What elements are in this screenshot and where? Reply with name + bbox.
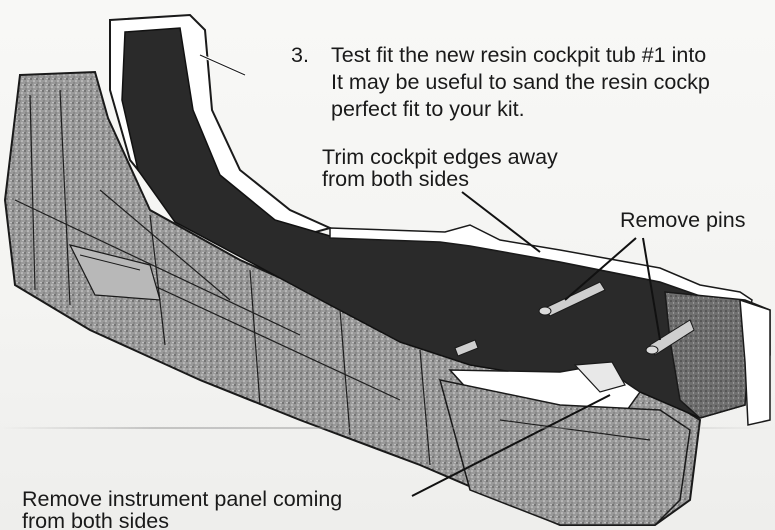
step-line-3: perfect fit to your kit.	[331, 97, 525, 121]
callout-instrument-panel: Remove instrument panel coming from both…	[22, 488, 342, 530]
step-number: 3.	[291, 43, 309, 67]
paper-fold-line	[0, 427, 775, 429]
step-line-2: It may be useful to sand the resin cockp	[331, 70, 710, 94]
callout-trim-line-1: Trim cockpit edges away	[322, 145, 558, 169]
callout-panel-line-1: Remove instrument panel coming	[22, 487, 343, 511]
step-line-1: Test fit the new resin cockpit tub #1 in…	[331, 43, 707, 67]
callout-leader-lines	[411, 191, 661, 497]
cockpit-pins	[454, 281, 695, 357]
callout-remove-pins: Remove pins	[620, 208, 746, 232]
callout-panel-line-2: from both sides	[22, 509, 169, 530]
callout-trim-line-2: from both sides	[322, 167, 469, 191]
callout-trim-edges: Trim cockpit edges away from both sides	[322, 146, 558, 190]
fuselage-panel-lines	[14, 89, 651, 466]
fuselage-nose-section	[438, 379, 691, 526]
